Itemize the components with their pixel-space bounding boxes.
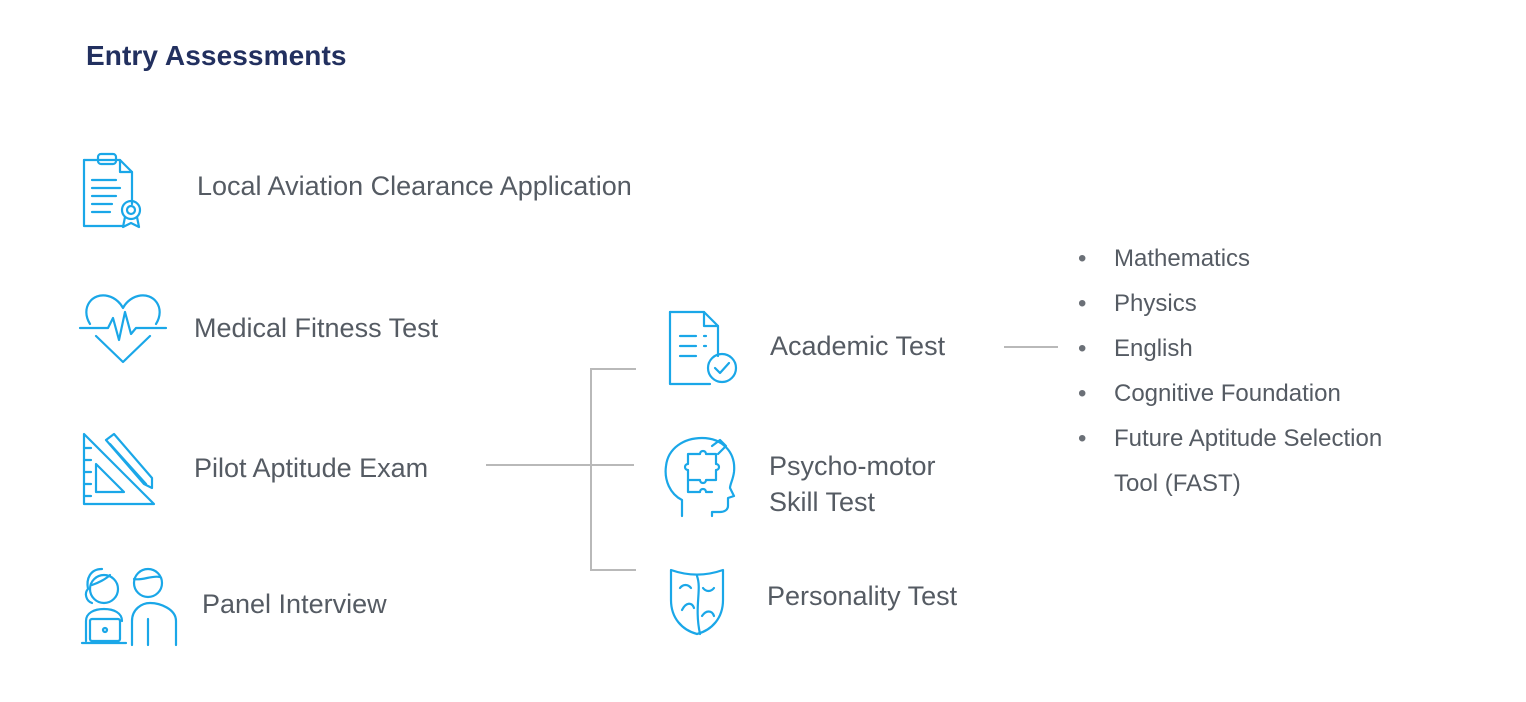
academic-subjects-list: •Mathematics •Physics •English •Cognitiv…: [1078, 236, 1382, 506]
list-item: •Cognitive Foundation: [1078, 380, 1341, 407]
component-label-psychomotor-line1: Psycho-motor: [769, 451, 936, 481]
list-item: •Future Aptitude Selection: [1078, 425, 1383, 452]
ruler-pencil-icon: [80, 430, 158, 508]
connector-personality-branch: [590, 569, 636, 571]
theatre-mask-icon: [668, 566, 726, 636]
component-label-academic: Academic Test: [770, 331, 946, 361]
list-item: Tool (FAST): [1114, 470, 1241, 497]
interview-people-icon: [80, 565, 180, 647]
assessment-label-medical: Medical Fitness Test: [194, 313, 439, 343]
connector-aptitude-horizontal: [486, 464, 634, 466]
assessment-label-interview: Panel Interview: [202, 589, 387, 619]
page-title: Entry Assessments: [86, 40, 347, 71]
certificate-document-icon: [76, 150, 148, 230]
connector-academic-subjects: [1004, 346, 1058, 348]
list-item: •Mathematics: [1078, 245, 1251, 272]
component-label-psychomotor-line2: Skill Test: [769, 487, 876, 517]
list-item: •English: [1078, 335, 1193, 362]
connector-vertical-bracket: [590, 368, 592, 570]
head-puzzle-icon: [660, 436, 738, 518]
connector-academic-branch: [590, 368, 636, 370]
heartbeat-icon: [78, 290, 168, 366]
assessment-label-aptitude: Pilot Aptitude Exam: [194, 453, 429, 483]
checklist-document-icon: [666, 308, 742, 388]
component-label-personality: Personality Test: [767, 581, 958, 611]
list-item: •Physics: [1078, 290, 1197, 317]
assessment-label-clearance: Local Aviation Clearance Application: [197, 171, 632, 201]
